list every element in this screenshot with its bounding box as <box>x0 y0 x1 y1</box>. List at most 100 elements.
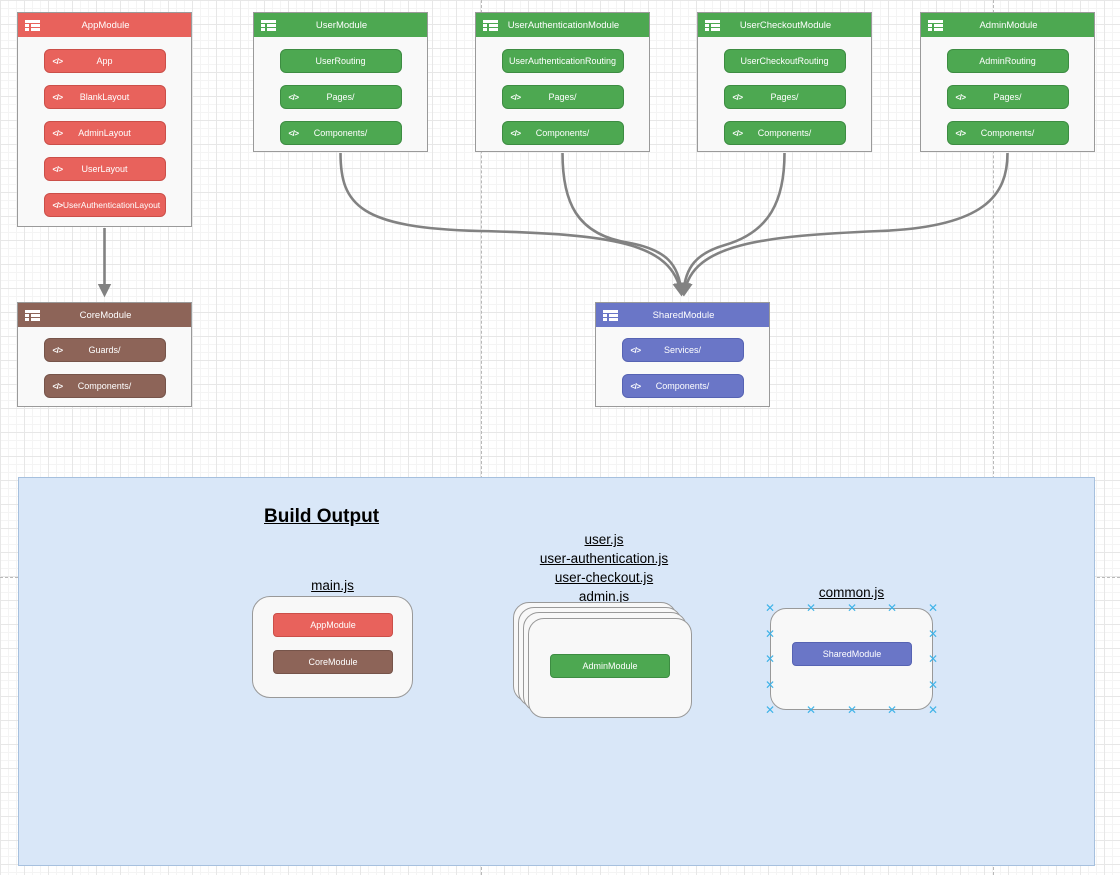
chip-label: SharedModule <box>822 649 882 659</box>
code-icon: </> <box>52 92 64 102</box>
bundle-label-usercheckoutjs[interactable]: user-checkout.js <box>554 570 654 585</box>
component-components[interactable]: </>Components/ <box>621 374 744 398</box>
bundle-mainjs[interactable] <box>252 596 413 698</box>
component-label: UserAuthenticationRouting <box>508 56 617 66</box>
code-icon: </> <box>732 92 744 102</box>
build-output-title[interactable]: Build Output <box>264 506 380 527</box>
chip-label: AdminModule <box>582 661 638 671</box>
selection-handle[interactable]: ✕ <box>805 703 817 717</box>
component-label: AdminRouting <box>979 56 1036 66</box>
component-userauthenticationrouting[interactable]: UserAuthenticationRouting <box>501 49 624 73</box>
selection-handle[interactable]: ✕ <box>764 652 776 666</box>
bundle-chip-adminmodule[interactable]: AdminModule <box>550 654 670 678</box>
page-break-vertical-2 <box>993 0 994 875</box>
bundle-label-userauthenticationjs[interactable]: user-authentication.js <box>539 551 669 566</box>
component-label: Services/ <box>663 345 701 355</box>
connector-usermodule-sharedmodule[interactable] <box>339 152 686 297</box>
bundle-chip-sharedmodule[interactable]: SharedModule <box>792 642 912 666</box>
module-icon <box>483 19 498 31</box>
component-label: Components/ <box>757 128 812 138</box>
component-pages[interactable]: </>Pages/ <box>279 85 402 109</box>
code-icon: </> <box>630 345 642 355</box>
bundle-label-commonjs[interactable]: common.js <box>818 585 885 600</box>
module-coremodule[interactable]: CoreModule </>Guards/ </> Components/ <box>17 302 192 407</box>
code-icon: </> <box>630 381 642 391</box>
component-label: AdminLayout <box>78 128 131 138</box>
connector-adminmodule-sharedmodule[interactable] <box>679 152 1009 297</box>
component-guards[interactable]: </>Guards/ <box>43 338 166 362</box>
module-usermodule[interactable]: UserModule UserRouting </>Pages/ </>Comp… <box>253 12 428 152</box>
component-label: Components/ <box>980 128 1035 138</box>
selection-handle[interactable]: ✕ <box>846 601 858 615</box>
component-pages[interactable]: </>Pages/ <box>946 85 1069 109</box>
component-label: Pages/ <box>326 92 355 102</box>
component-components[interactable]: </>Components/ <box>501 121 624 145</box>
module-sharedmodule-header: SharedModule <box>596 303 769 327</box>
page-break-vertical-1 <box>481 0 482 875</box>
component-services[interactable]: </> Services/ <box>621 338 744 362</box>
component-blanklayout[interactable]: </> BlankLayout <box>43 85 166 109</box>
component-app[interactable]: </>App <box>43 49 166 73</box>
component-userrouting[interactable]: UserRouting <box>279 49 402 73</box>
code-icon: </> <box>955 128 967 138</box>
selection-handle[interactable]: ✕ <box>927 703 939 717</box>
component-components[interactable]: </> Components/ <box>723 121 846 145</box>
component-adminrouting[interactable]: AdminRouting <box>946 49 1069 73</box>
component-label: Pages/ <box>548 92 577 102</box>
component-components[interactable]: </> Components/ <box>43 374 166 398</box>
selection-handle[interactable]: ✕ <box>764 678 776 692</box>
selection-handle[interactable]: ✕ <box>886 703 898 717</box>
component-pages[interactable]: </>Pages/ <box>723 85 846 109</box>
module-usercheckoutmodule-header: UserCheckoutModule <box>698 13 871 37</box>
component-label: BlankLayout <box>79 92 130 102</box>
module-title: SharedModule <box>652 309 715 321</box>
selection-handle[interactable]: ✕ <box>927 601 939 615</box>
component-pages[interactable]: </>Pages/ <box>501 85 624 109</box>
component-usercheckoutrouting[interactable]: UserCheckoutRouting <box>723 49 846 73</box>
selection-handle[interactable]: ✕ <box>764 627 776 641</box>
code-icon: </> <box>288 128 300 138</box>
component-userlayout[interactable]: </>UserLayout <box>43 157 166 181</box>
selection-handle[interactable]: ✕ <box>764 703 776 717</box>
code-icon: </> <box>732 128 744 138</box>
bundle-chip-coremodule[interactable]: CoreModule <box>273 650 393 674</box>
module-adminmodule-header: AdminModule <box>921 13 1094 37</box>
module-appmodule[interactable]: AppModule </>App </>BlankLayout </>Admin… <box>17 12 192 227</box>
module-sharedmodule[interactable]: SharedModule </> Services/ </>Components/ <box>595 302 770 407</box>
module-userauthenticationmodule[interactable]: UserAuthenticationModule UserAuthenticat… <box>475 12 650 152</box>
selection-handle[interactable]: ✕ <box>927 627 939 641</box>
component-label: Components/ <box>535 128 590 138</box>
component-label: Components/ <box>77 381 132 391</box>
connector-userauthenticationmodule-sharedmodule[interactable] <box>561 152 688 297</box>
bundle-labels-lazy[interactable]: user.js user-authentication.js user-chec… <box>469 530 739 606</box>
module-usercheckoutmodule[interactable]: UserCheckoutModule UserCheckoutRouting <… <box>697 12 872 152</box>
code-icon: </> <box>955 92 967 102</box>
component-label: Components/ <box>313 128 368 138</box>
code-icon: </> <box>52 128 64 138</box>
selection-handle[interactable]: ✕ <box>886 601 898 615</box>
component-adminlayout[interactable]: </> AdminLayout <box>43 121 166 145</box>
connector-usercheckoutmodule-sharedmodule[interactable] <box>677 152 786 297</box>
module-coremodule-header: CoreModule <box>18 303 191 327</box>
selection-handle[interactable]: ✕ <box>846 703 858 717</box>
code-icon: </> <box>52 200 64 210</box>
selection-handle[interactable]: ✕ <box>764 601 776 615</box>
bundle-label-adminjs[interactable]: admin.js <box>578 589 630 604</box>
module-icon <box>25 309 40 321</box>
component-userauthenticationlayout[interactable]: </>UserAuthenticationLayout <box>43 193 166 217</box>
bundle-label-mainjs[interactable]: main.js <box>311 578 354 593</box>
code-icon: </> <box>52 381 64 391</box>
selection-handle[interactable]: ✕ <box>927 652 939 666</box>
code-icon: </> <box>52 345 64 355</box>
bundle-label-userjs[interactable]: user.js <box>584 532 624 547</box>
bundle-chip-appmodule[interactable]: AppModule <box>273 613 393 637</box>
chip-label: CoreModule <box>308 657 358 667</box>
selection-handle[interactable]: ✕ <box>805 601 817 615</box>
component-components[interactable]: </> Components/ <box>946 121 1069 145</box>
module-adminmodule[interactable]: AdminModule AdminRouting </>Pages/ </> Co… <box>920 12 1095 152</box>
component-components[interactable]: </> Components/ <box>279 121 402 145</box>
module-title: CoreModule <box>79 309 132 321</box>
selection-handle[interactable]: ✕ <box>927 678 939 692</box>
component-label: UserLayout <box>81 164 128 174</box>
